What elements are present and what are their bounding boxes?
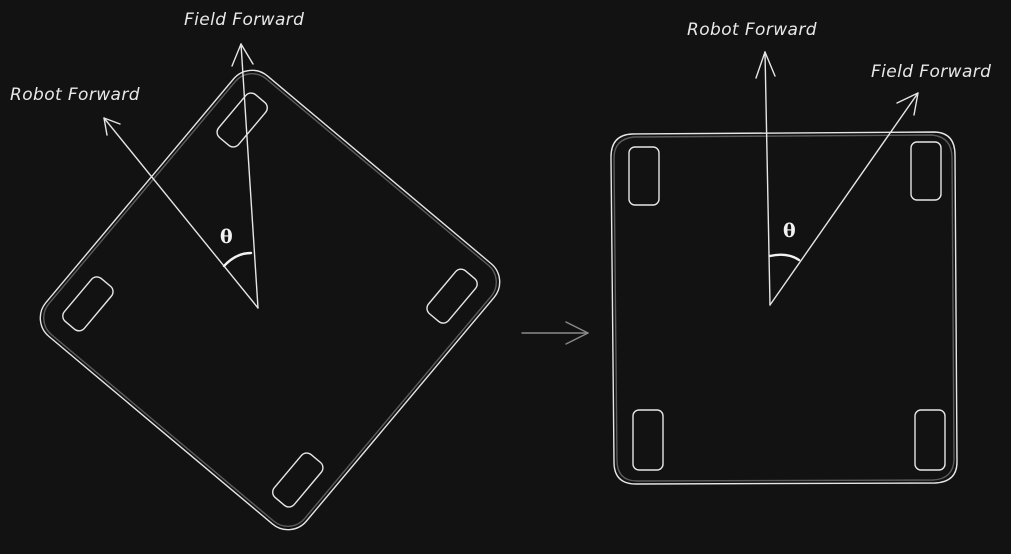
left-angle-label: θ <box>220 226 233 248</box>
left-robot-forward-arrow <box>103 117 259 309</box>
right-robot-forward-label: Robot Forward <box>687 20 817 40</box>
left-wheel-2 <box>426 268 478 324</box>
right-wheel-1 <box>628 146 660 206</box>
left-wheel-1 <box>216 92 268 148</box>
right-field-forward-arrow <box>769 92 919 306</box>
right-wheel-2 <box>910 141 942 201</box>
left-robot-forward-label: Robot Forward <box>10 85 140 105</box>
left-wheel-3 <box>62 276 114 332</box>
transition-arrow <box>521 321 589 345</box>
right-wheel-3 <box>632 409 664 471</box>
left-panel: θ Field Forward Robot Forward <box>10 10 501 531</box>
right-robot-chassis <box>610 131 958 485</box>
left-wheel-4 <box>272 452 324 508</box>
right-robot-forward-arrow <box>755 51 776 306</box>
right-wheel-4 <box>914 409 946 471</box>
right-angle-label: θ <box>783 220 796 242</box>
left-angle-arc <box>222 251 253 268</box>
left-robot-chassis <box>39 69 501 531</box>
right-field-forward-label: Field Forward <box>871 62 991 82</box>
left-field-forward-label: Field Forward <box>184 10 304 30</box>
right-panel: θ Robot Forward Field Forward <box>610 20 991 485</box>
left-field-forward-arrow <box>231 43 259 309</box>
right-angle-arc <box>768 253 801 262</box>
